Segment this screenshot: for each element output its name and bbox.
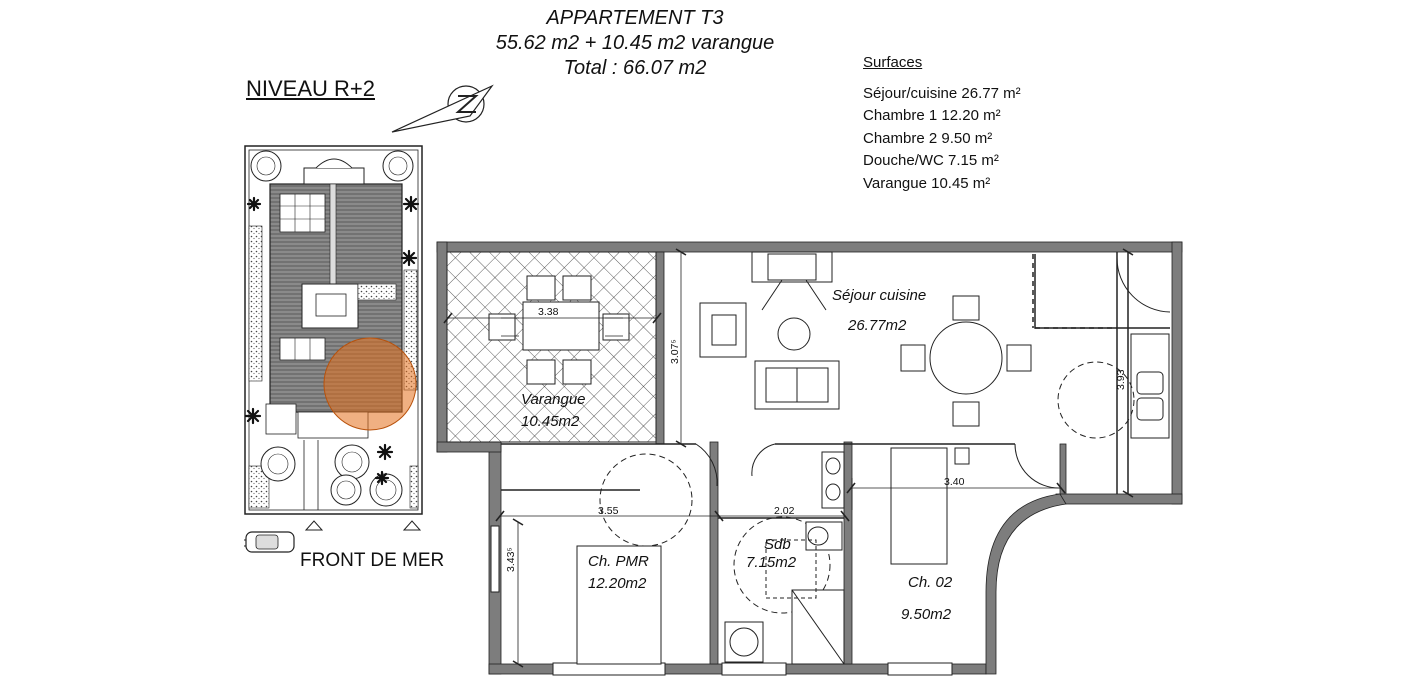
ch02-label: Ch. 02 <box>908 574 953 591</box>
surfaces-list: Surfaces Séjour/cuisine 26.77 m² Chambre… <box>863 52 1021 195</box>
sdb-label: Sdb <box>764 536 791 553</box>
varangue-area: 10.45m2 <box>521 413 580 430</box>
apartment-area: 55.62 m2 + 10.45 m2 varangue <box>495 32 775 54</box>
sejour-label: Séjour cuisine <box>832 287 926 304</box>
dim-kitchen-depth: 3.93 <box>1115 369 1127 390</box>
level-label: NIVEAU R+2 <box>246 76 375 101</box>
surface-item: Chambre 2 9.50 m² <box>863 129 993 147</box>
apartment-title-block: APPARTEMENT T3 55.62 m2 + 10.45 m2 varan… <box>440 6 830 81</box>
surface-item: Varangue 10.45 m² <box>863 174 991 192</box>
unit-location-marker <box>323 337 417 431</box>
north-arrow-icon <box>391 84 494 133</box>
chpmr-label: Ch. PMR <box>588 553 649 570</box>
surfaces-heading: Surfaces <box>863 54 923 71</box>
dim-chpmr-width: 3.55 <box>598 505 619 517</box>
varangue-label: Varangue <box>521 391 586 408</box>
sea-front-label: FRONT DE MER <box>300 550 445 571</box>
car-icon <box>244 531 295 553</box>
apartment-type: APPARTEMENT T3 <box>546 7 724 29</box>
dim-ch02-width: 3.40 <box>944 476 965 488</box>
sdb-area: 7.15m2 <box>746 554 797 571</box>
dim-varangue-depth: 3.07⁵ <box>669 339 681 364</box>
apartment-total: Total : 66.07 m2 <box>563 57 707 79</box>
dim-chpmr-depth: 3.43⁵ <box>505 547 517 572</box>
surface-item: Douche/WC 7.15 m² <box>863 152 999 169</box>
sejour-area: 26.77m2 <box>847 317 907 334</box>
dim-varangue-width: 3.38 <box>538 306 559 318</box>
site-plan <box>244 145 423 553</box>
apartment-plan: Séjour cuisine 26.77m2 Varangue 10.45m2 … <box>436 241 1183 676</box>
dim-sdb-width: 2.02 <box>774 505 795 517</box>
surface-item: Séjour/cuisine 26.77 m² <box>863 84 1021 102</box>
chpmr-area: 12.20m2 <box>588 575 647 592</box>
ch02-area: 9.50m2 <box>901 606 952 623</box>
surface-item: Chambre 1 12.20 m² <box>863 107 1001 124</box>
